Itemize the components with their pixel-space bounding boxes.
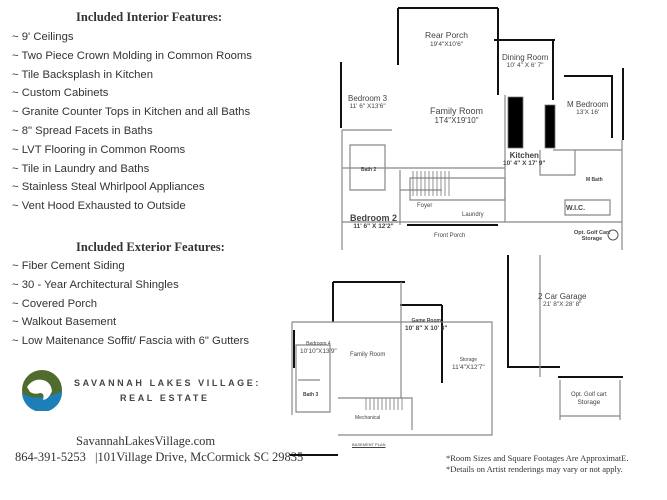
list-item: ~ Custom Cabinets: [12, 87, 109, 100]
list-item: ~ Granite Counter Tops in Kitchen and al…: [12, 106, 251, 119]
website-link[interactable]: SavannahLakesVillage.com: [76, 434, 216, 448]
room-golf-cart-storage: Opt. Golf Cart Storage: [573, 230, 611, 243]
list-item: ~ Fiber Cement Siding: [12, 260, 125, 272]
list-item: ~ Tile Backsplash in Kitchen: [12, 68, 153, 81]
disclaimer-notes: *Room Sizes and Square Footages Are Appr…: [446, 453, 629, 474]
room-mechanical: Mechanical: [355, 415, 381, 421]
logo-line2: REAL ESTATE: [120, 393, 210, 403]
logo-icon: [22, 370, 63, 411]
interior-features-title: Included Interior Features:: [76, 10, 223, 24]
list-item: ~ LVT Flooring in Common Rooms: [12, 143, 186, 156]
room-master-bath: M Bath: [586, 177, 603, 183]
room-laundry: Laundry: [462, 212, 484, 218]
list-item: ~ Stainless Steal Whirlpool Appliances: [12, 181, 205, 194]
list-item: ~ Walkout Basement: [12, 316, 117, 329]
list-item: ~ 30 - Year Architectural Shingles: [12, 278, 179, 291]
interior-features-list: ~ 9' Ceilings ~ Two Piece Crown Molding …: [12, 28, 252, 216]
list-item: ~ 8" Spread Facets in Baths: [12, 124, 153, 137]
room-foyer: Foyer: [417, 203, 433, 209]
room-bath-3: Bath 3: [303, 392, 319, 398]
room-front-porch: Front Porch: [434, 233, 466, 239]
list-item: ~ Tile in Laundry and Baths: [12, 162, 150, 175]
list-item: ~ Vent Hood Exhausted to Outside: [12, 200, 186, 213]
logo-line1: SAVANNAH LAKES VILLAGE:: [74, 378, 261, 388]
exterior-features-title: Included Exterior Features:: [76, 240, 225, 254]
list-item: ~ Low Maitenance Soffit/ Fascia with 6" …: [12, 335, 250, 348]
address: |101Village Drive, McCormick SC 29835: [94, 450, 304, 464]
list-item: ~ Two Piece Crown Molding in Common Room…: [12, 49, 252, 62]
basement-plan-label: BASEMENT PLAN: [352, 442, 386, 447]
phone-number: 864-391-5253: [15, 450, 86, 464]
exterior-features-list: ~ Fiber Cement Siding ~ 30 - Year Archit…: [12, 257, 249, 351]
room-bath-2: Bath 2: [361, 167, 377, 173]
list-item: ~ Covered Porch: [12, 297, 98, 310]
room-basement-family: Family Room: [350, 352, 386, 358]
list-item: ~ 9' Ceilings: [12, 31, 74, 43]
room-wic: W.I.C.: [566, 205, 586, 212]
